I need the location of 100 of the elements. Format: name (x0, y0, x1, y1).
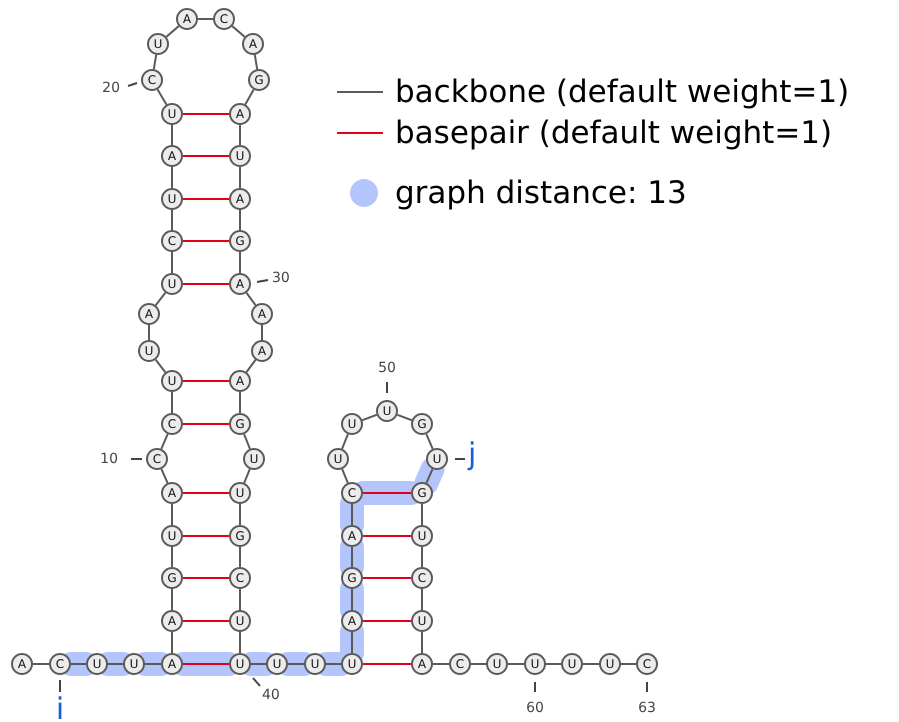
position-number: 60 (526, 701, 544, 715)
nucleotide-circle: G (229, 413, 251, 435)
backbone-line (471, 663, 486, 665)
nucleotide-circle: A (161, 482, 183, 504)
backbone-line (239, 252, 241, 273)
backbone-line (239, 392, 241, 413)
backbone-line (396, 414, 412, 422)
nucleotide-circle: U (229, 610, 251, 632)
backbone-line (239, 589, 241, 610)
nucleotide-circle: A (251, 303, 273, 325)
backbone-line (145, 663, 161, 665)
nucleotide-circle: U (147, 33, 169, 55)
nucleotide-circle: A (138, 303, 160, 325)
nucleotide-circle: U (161, 370, 183, 392)
backbone-line (33, 663, 49, 665)
backbone-line (171, 632, 173, 653)
backbone-line (171, 504, 173, 525)
backbone-line (148, 325, 150, 340)
nucleotide-circle: A (229, 370, 251, 392)
nucleotide-circle: C (449, 653, 471, 675)
nucleotide-circle: A (242, 33, 264, 55)
backbone-line (171, 589, 173, 610)
backbone-line (171, 547, 173, 567)
backbone-line (198, 18, 213, 20)
nucleotide-circle: U (561, 653, 583, 675)
backbone-line (254, 54, 258, 70)
position-number: 20 (102, 81, 120, 95)
backbone-line (351, 504, 353, 525)
backbone-line (351, 547, 353, 567)
nucleotide-circle: U (486, 653, 508, 675)
basepair-line (183, 240, 229, 242)
nucleotide-circle: C (146, 448, 168, 470)
backbone-line (251, 663, 266, 665)
nucleotide-circle: A (251, 340, 273, 362)
basepair-line (183, 155, 229, 157)
nucleotide-circle: C (161, 413, 183, 435)
backbone-line (166, 25, 180, 38)
position-marker: i (56, 695, 64, 722)
nucleotide-circle: U (161, 103, 183, 125)
nucleotide-circle: U (161, 273, 183, 295)
nucleotide-circle: A (176, 8, 198, 30)
nucleotide-circle: U (411, 525, 433, 547)
nucleotide-circle: U (229, 482, 251, 504)
backbone-line (508, 663, 524, 665)
nucleotide-circle: A (229, 188, 251, 210)
basepair-line (183, 663, 229, 665)
backbone-line (433, 663, 449, 665)
backbone-line (239, 125, 241, 145)
legend-label: backbone (default weight=1) (395, 76, 850, 108)
backbone-line (239, 547, 241, 567)
backbone-line (160, 434, 169, 450)
nucleotide-circle: C (49, 653, 71, 675)
backbone-line (425, 434, 434, 450)
nucleotide-circle: A (11, 653, 33, 675)
backbone-line (421, 632, 423, 653)
nucleotide-circle: U (327, 448, 349, 470)
backbone-line (239, 210, 241, 230)
position-marker: j (468, 440, 476, 470)
backbone-line (243, 434, 251, 450)
nucleotide-circle: U (426, 448, 448, 470)
backbone-line (421, 504, 423, 525)
backbone-line (171, 252, 173, 273)
backbone-line (239, 504, 241, 525)
basepair-line (183, 113, 229, 115)
nucleotide-circle: G (161, 567, 183, 589)
basepair-line (363, 577, 411, 579)
backbone-line (71, 663, 86, 665)
highlight-segment (414, 457, 445, 495)
nucleotide-circle: U (599, 653, 621, 675)
backbone-line (546, 663, 561, 665)
backbone-line (246, 359, 256, 373)
nucleotide-circle: G (411, 413, 433, 435)
backbone-line (288, 663, 304, 665)
backbone-line (426, 468, 434, 484)
backbone-line (583, 663, 599, 665)
position-number: 30 (272, 271, 290, 285)
basepair-line (363, 535, 411, 537)
backbone-line (108, 663, 123, 665)
basepair-line (363, 663, 411, 665)
nucleotide-circle: A (411, 653, 433, 675)
nucleotide-circle: C (229, 567, 251, 589)
basepair-line (183, 283, 229, 285)
backbone-line (362, 414, 378, 422)
backbone-line (156, 88, 168, 106)
basepair-line (183, 577, 229, 579)
nucleotide-circle: G (229, 230, 251, 252)
backbone-line (326, 663, 341, 665)
backbone-line (232, 25, 246, 38)
backbone-line (421, 589, 423, 610)
nucleotide-circle: U (161, 188, 183, 210)
nucleotide-circle: U (161, 525, 183, 547)
nucleotide-circle: G (248, 69, 270, 91)
nucleotide-circle: C (141, 69, 163, 91)
basepair-line (183, 535, 229, 537)
backbone-line (239, 167, 241, 188)
nucleotide-circle: A (161, 610, 183, 632)
legend-label: basepair (default weight=1) (395, 118, 832, 148)
backbone-line (621, 663, 636, 665)
backbone-line (171, 392, 173, 413)
nucleotide-circle: A (161, 145, 183, 167)
